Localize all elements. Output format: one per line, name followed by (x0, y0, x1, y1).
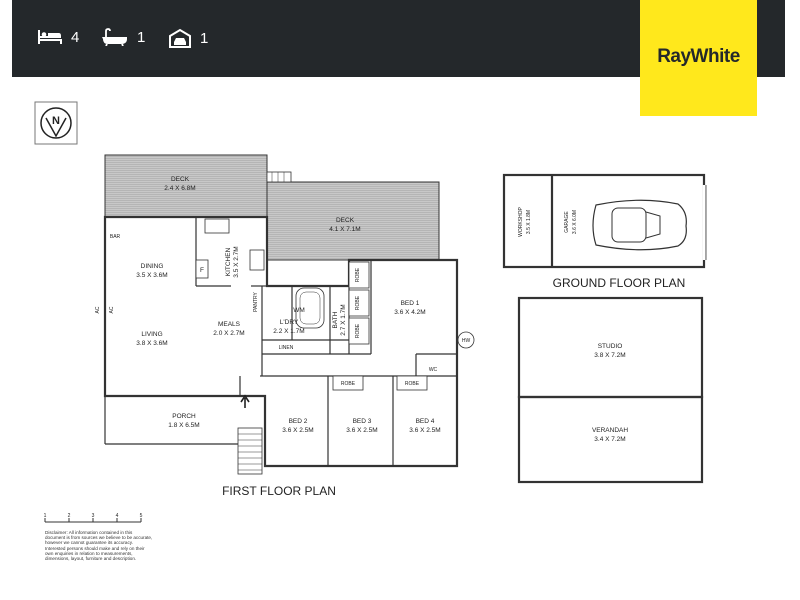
robe-label-4: ROBE (341, 381, 356, 387)
verandah-size: 3.4 X 7.2M (594, 436, 625, 443)
robe-label-3: ROBE (355, 323, 361, 338)
bed2-name: BED 2 (289, 418, 308, 425)
brand-name: RayWhite (657, 46, 740, 67)
baths-stat: 1 (101, 28, 145, 46)
robe-label-1: ROBE (355, 267, 361, 282)
bath-icon (102, 28, 127, 46)
meals-size: 2.0 X 2.7M (213, 330, 244, 337)
disclaimer-text: Disclaimer: All information contained in… (45, 530, 153, 562)
ground-floor-title: GROUND FLOOR PLAN (553, 276, 686, 290)
hot-water-unit (457, 331, 475, 349)
deck1-size: 2.4 X 6.8M (164, 185, 195, 192)
robes (332, 261, 428, 391)
deck-steps (266, 171, 292, 183)
baths-count: 1 (137, 28, 146, 46)
bed2-size: 3.6 X 2.5M (282, 427, 313, 434)
garage-icon (169, 28, 191, 48)
car-icon (592, 199, 687, 251)
scale-tick-2: 2 (68, 513, 71, 519)
bed3-name: BED 3 (353, 418, 372, 425)
robe-label-2: ROBE (355, 295, 361, 310)
pantry-label: PANTRY (253, 291, 259, 311)
bath-name: BATH (332, 311, 339, 328)
garage-name: GARAGE (564, 211, 570, 233)
compass-label: N (52, 115, 60, 127)
first-floor-title: FIRST FLOOR PLAN (222, 484, 336, 498)
scale-tick-1: 1 (44, 513, 47, 519)
deck1-name: DECK (171, 176, 190, 183)
porch-stairs (237, 427, 263, 475)
ac-label-2: AC (109, 306, 115, 313)
workshop-name: WORKSHOP (518, 206, 524, 236)
fridge (195, 259, 209, 279)
dining-name: DINING (141, 263, 164, 270)
entry-arrow-icon (240, 394, 250, 408)
living-size: 3.8 X 3.6M (136, 340, 167, 347)
scale-bar: 1 2 3 4 5 (44, 513, 143, 523)
stair-treads (238, 433, 262, 471)
verandah-name: VERANDAH (592, 427, 628, 434)
workshop-size: 3.5 X 1.8M (526, 210, 532, 234)
studio-size: 3.8 X 7.2M (594, 352, 625, 359)
bed-icon (38, 30, 62, 44)
bar-label: BAR (110, 234, 121, 240)
garages-stat: 1 (168, 28, 208, 48)
scale-tick-3: 3 (92, 513, 95, 519)
wm-label: WM (293, 307, 305, 314)
garages-count: 1 (200, 29, 209, 47)
bed4-name: BED 4 (416, 418, 435, 425)
cooktop (249, 249, 265, 271)
ac-label-1: AC (95, 306, 101, 313)
fridge-label: F (200, 267, 204, 274)
hw-label: HW (462, 338, 471, 344)
porch-name: PORCH (172, 413, 196, 420)
beds-count: 4 (71, 28, 80, 46)
compass-icon: N (34, 101, 78, 145)
robe-label-5: ROBE (405, 381, 420, 387)
brand-logo: RayWhite (640, 0, 757, 116)
scale-tick-5: 5 (140, 513, 143, 519)
ground-floor-labels: WORKSHOP 3.5 X 1.8M GARAGE 3.6 X 6.0M GR… (518, 206, 685, 443)
kitchen-name: KITCHEN (225, 247, 232, 276)
deck-area-west (104, 154, 268, 218)
bed1-name: BED 1 (401, 300, 420, 307)
bed4-size: 3.6 X 2.5M (409, 427, 440, 434)
linen-label: LINEN (279, 345, 294, 351)
first-floor-labels: DECK 2.4 X 6.8M DECK 4.1 X 7.1M DINING 3… (95, 176, 470, 498)
laundry-name: L'DRY (280, 319, 299, 326)
bath-size: 2.7 X 1.7M (340, 304, 347, 335)
first-floor-walls (103, 215, 459, 468)
dining-size: 3.5 X 3.6M (136, 272, 167, 279)
porch-size: 1.8 X 6.5M (168, 422, 199, 429)
garage-size: 3.6 X 6.0M (572, 210, 578, 234)
wc-label: WC (429, 367, 438, 373)
deck2-size: 4.1 X 7.1M (329, 226, 360, 233)
deck2-name: DECK (336, 217, 355, 224)
laundry-size: 2.2 X 1.7M (273, 328, 304, 335)
beds-stat: 4 (37, 28, 79, 46)
kitchen-sink (204, 218, 230, 234)
studio-name: STUDIO (598, 343, 623, 350)
bed3-size: 3.6 X 2.5M (346, 427, 377, 434)
meals-name: MEALS (218, 321, 241, 328)
bed1-size: 3.6 X 4.2M (394, 309, 425, 316)
scale-tick-4: 4 (116, 513, 119, 519)
kitchen-size: 3.5 X 2.7M (233, 246, 240, 277)
living-name: LIVING (141, 331, 162, 338)
